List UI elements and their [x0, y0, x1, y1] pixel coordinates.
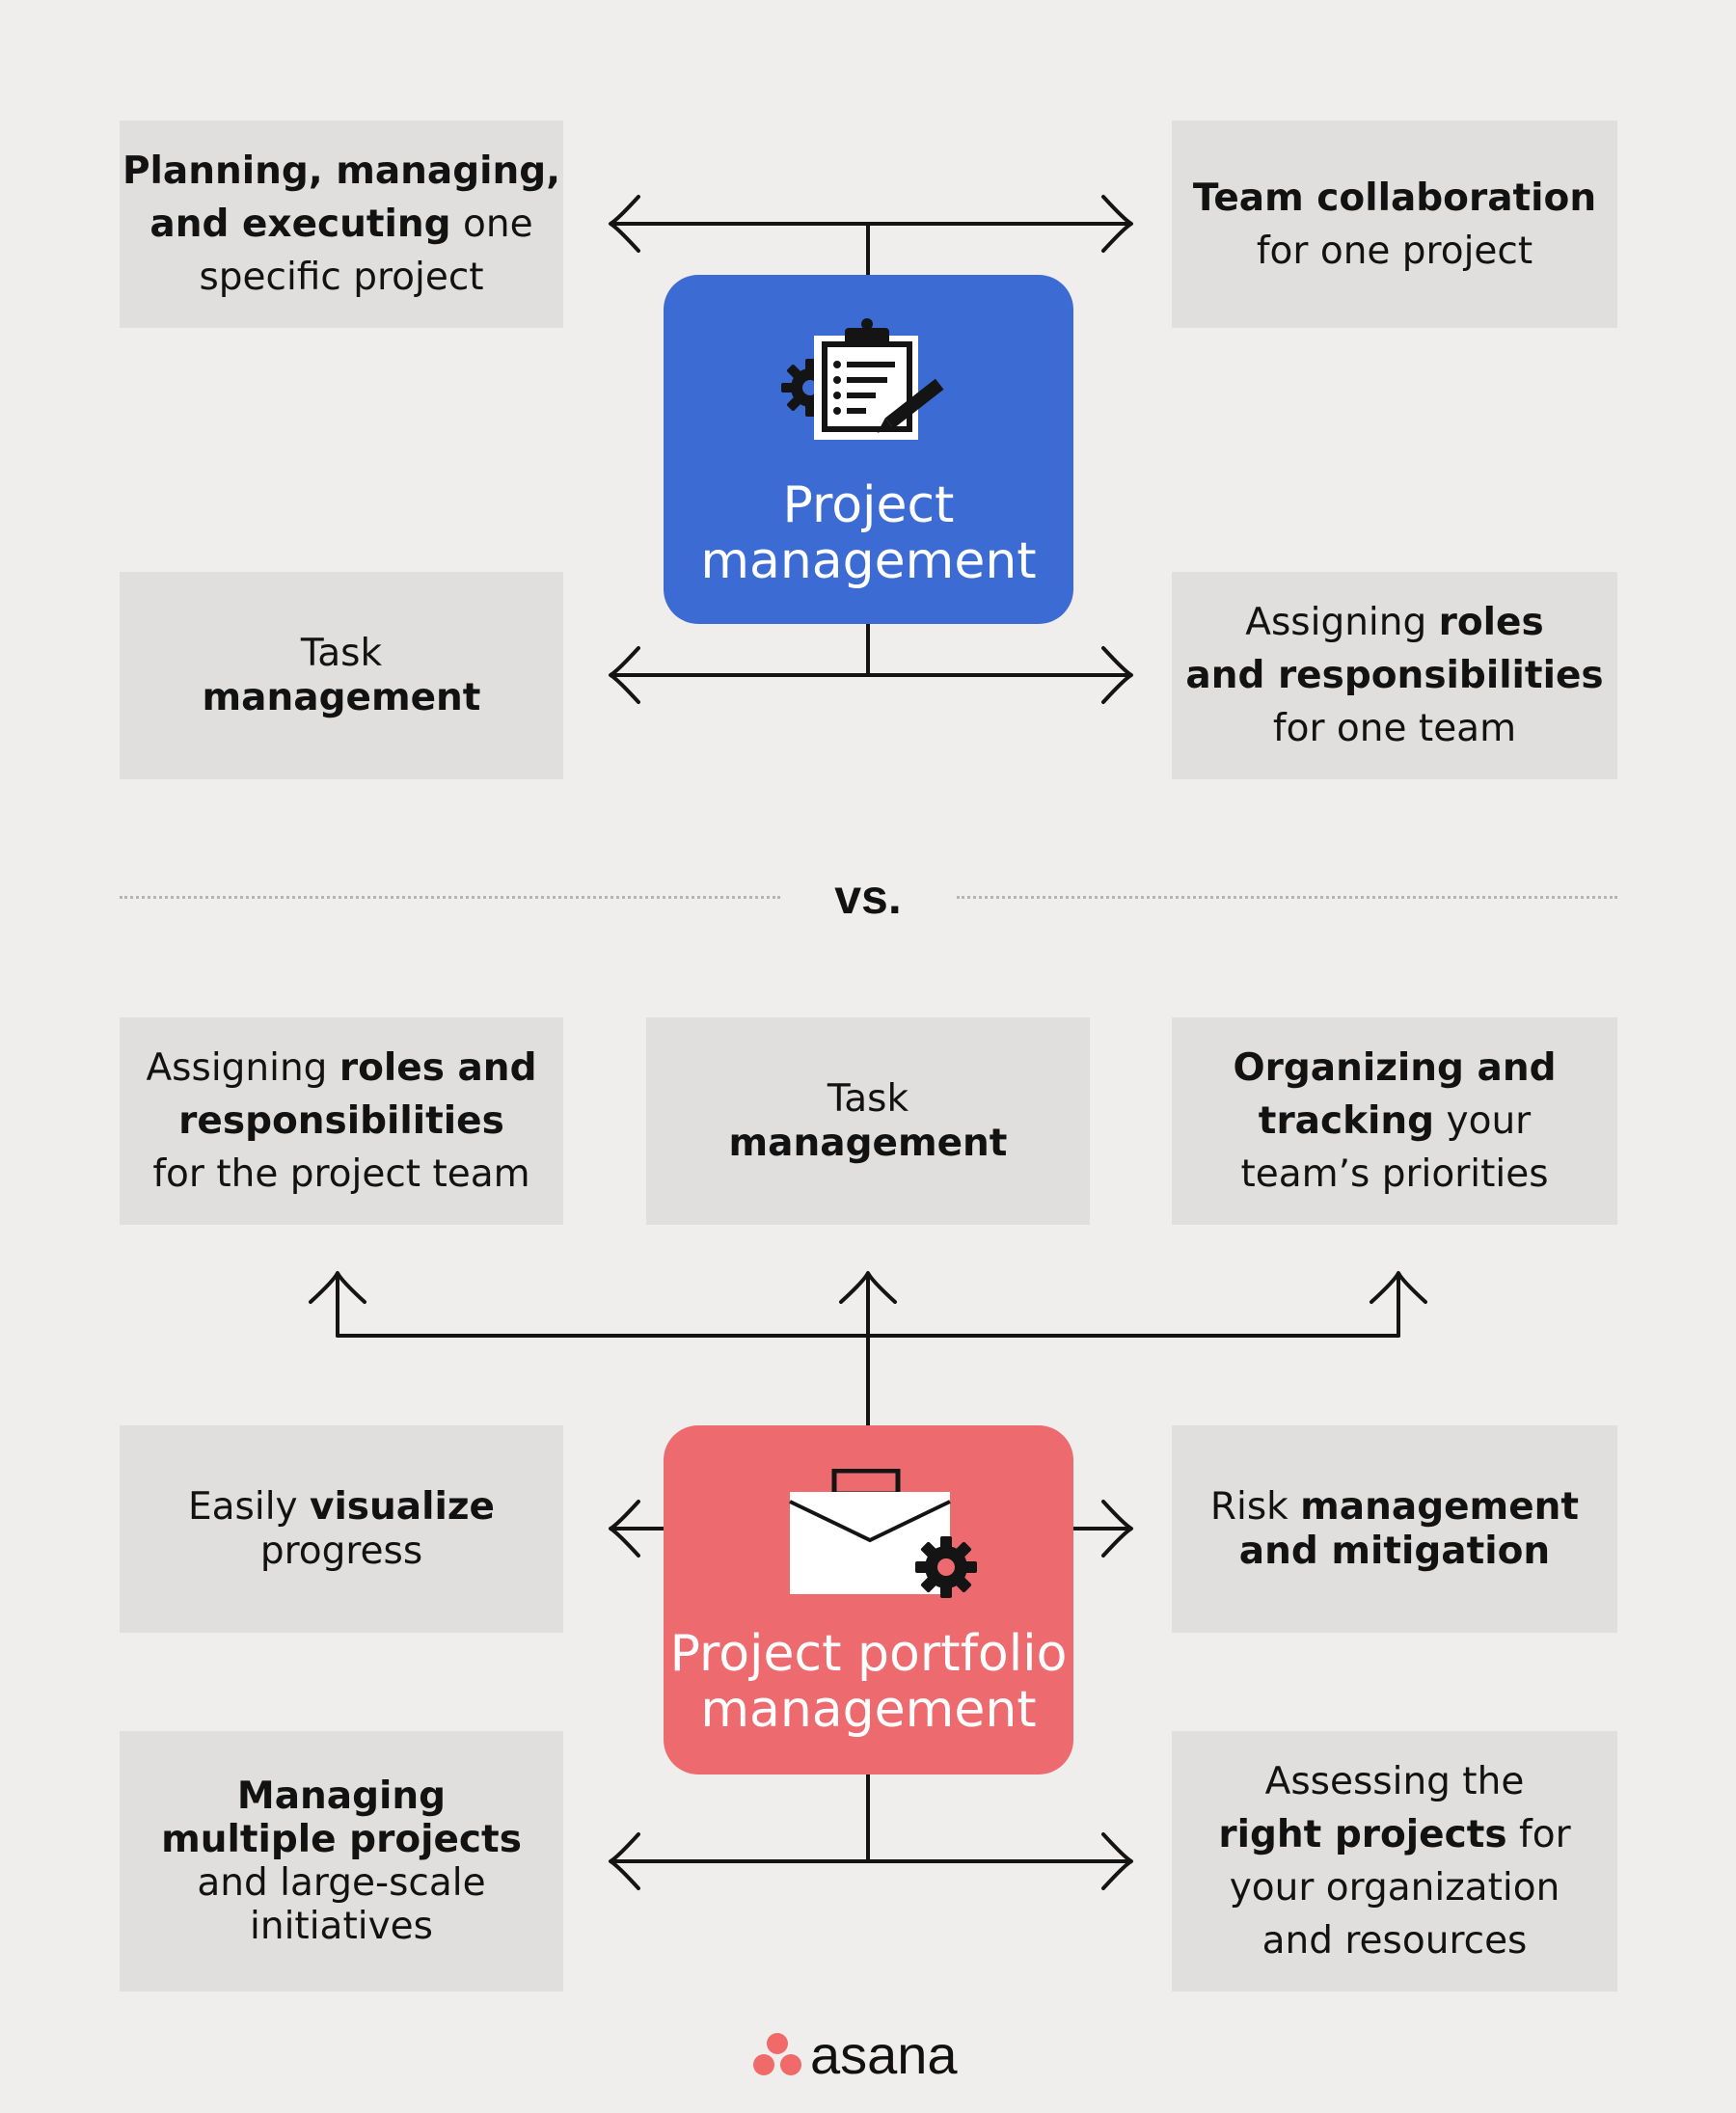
pm-bottom-right-arrowhead [1101, 646, 1133, 704]
pm-top-left-line2-rest: one [450, 203, 533, 246]
pm-hub-title-line2: management [700, 532, 1037, 590]
pm-top-left-line3: specific project [199, 256, 484, 299]
pm-hub-title: Project management [664, 477, 1073, 589]
ppm-bottom-left-line2: multiple projects [161, 1818, 522, 1861]
ppm-right-side-arrowhead [1101, 1500, 1133, 1558]
ppm-bottom-left-arrowhead [609, 1832, 640, 1890]
clipboard-gear-icon [781, 318, 944, 440]
ppm-upper-left-line1-pre: Assigning [146, 1046, 339, 1090]
ppm-box-upper-center: Task management [646, 1017, 1090, 1225]
ppm-up-left-arrowhead [309, 1271, 366, 1304]
ppm-upper-left-line1-bold: roles and [339, 1046, 537, 1090]
pm-box-bottom-right: Assigning roles and responsibilities for… [1172, 572, 1617, 779]
pm-bottom-left-arrowhead [609, 646, 640, 704]
ppm-bottom-right-line2-bold: right projects [1218, 1813, 1507, 1856]
ppm-hub-title: Project portfolio management [664, 1626, 1073, 1738]
ppm-bottom-left-line1: Managing [236, 1774, 447, 1818]
vs-label: vs. [834, 870, 902, 924]
ppm-middle-right-line2: and mitigation [1238, 1529, 1551, 1573]
pm-bottom-left-line1: Task [300, 631, 383, 675]
pm-top-left-arrowhead [609, 195, 640, 253]
ppm-upper-left-line2: responsibilities [178, 1099, 504, 1143]
ppm-bottom-left-line4: initiatives [250, 1905, 433, 1948]
ppm-hub-title-line1: Project portfolio [669, 1625, 1068, 1683]
pm-bottom-left-line2: management [202, 675, 481, 719]
project-portfolio-management-hub: Project portfolio management [664, 1425, 1073, 1774]
pm-bottom-right-line1-pre: Assigning [1245, 601, 1439, 644]
ppm-up-right-arrowhead [1370, 1271, 1427, 1304]
pm-bottom-right-line3: for one team [1272, 707, 1517, 750]
ppm-upper-center-line1: Task [827, 1076, 909, 1121]
ppm-bottom-right-line2-rest: for [1506, 1813, 1571, 1856]
asana-wordmark: asana [810, 2023, 958, 2085]
pm-bottom-right-line2: and responsibilities [1185, 654, 1604, 697]
ppm-bottom-left-line3: and large-scale [197, 1861, 486, 1905]
ppm-bottom-right-arrowhead [1101, 1832, 1133, 1890]
ppm-left-side-arrowhead [609, 1500, 640, 1558]
pm-top-left-line1: Planning, managing, [122, 149, 561, 193]
pm-top-right-line2: for one project [1256, 229, 1533, 273]
pm-box-top-right: Team collaboration for one project [1172, 121, 1617, 328]
ppm-middle-left-line1-pre: Easily [188, 1484, 311, 1529]
briefcase-gear-icon [789, 1469, 977, 1598]
ppm-up-center-arrowhead [839, 1271, 897, 1304]
pm-bottom-right-line1-bold: roles [1438, 601, 1544, 644]
ppm-box-upper-left: Assigning roles and responsibilities for… [120, 1017, 563, 1225]
asana-logo-icon [753, 2033, 801, 2075]
ppm-upper-right-line2-rest: your [1434, 1099, 1532, 1143]
ppm-upper-left-line3: for the project team [152, 1152, 530, 1196]
ppm-upper-right-line3: team’s priorities [1240, 1152, 1549, 1196]
ppm-middle-left-line2: progress [259, 1529, 423, 1573]
ppm-box-middle-left: Easily visualize progress [120, 1425, 563, 1633]
ppm-box-middle-right: Risk management and mitigation [1172, 1425, 1617, 1633]
pm-top-right-line1: Team collaboration [1192, 176, 1597, 220]
ppm-box-bottom-right: Assessing the right projects for your or… [1172, 1731, 1617, 1991]
divider-dots-right [957, 896, 1617, 899]
ppm-bottom-right-line3: your organization [1229, 1866, 1560, 1910]
pm-box-top-left: Planning, managing, and executing one sp… [120, 121, 563, 328]
pm-top-right-arrowhead [1101, 195, 1133, 253]
ppm-middle-left-line1-bold: visualize [310, 1484, 495, 1529]
pm-box-bottom-left: Task management [120, 572, 563, 779]
ppm-bottom-right-line4: and resources [1261, 1919, 1528, 1963]
ppm-upper-right-line2-bold: tracking [1258, 1099, 1435, 1143]
asana-logo: asana [752, 2020, 1003, 2088]
ppm-hub-title-line2: management [700, 1681, 1037, 1739]
ppm-upper-right-line1: Organizing and [1233, 1046, 1557, 1090]
pm-hub-title-line1: Project [782, 476, 955, 534]
project-management-hub: Project management [664, 275, 1073, 624]
ppm-box-upper-right: Organizing and tracking your team’s prio… [1172, 1017, 1617, 1225]
ppm-bottom-right-line1: Assessing the [1264, 1760, 1525, 1803]
ppm-upper-center-line2: management [728, 1121, 1008, 1165]
ppm-middle-right-line1-bold: management [1300, 1484, 1580, 1529]
divider-dots-left [120, 896, 780, 899]
ppm-middle-right-line1-pre: Risk [1209, 1484, 1301, 1529]
ppm-box-bottom-left: Managing multiple projects and large-sca… [120, 1731, 563, 1991]
pm-top-left-line2-bold: and executing [149, 203, 451, 246]
